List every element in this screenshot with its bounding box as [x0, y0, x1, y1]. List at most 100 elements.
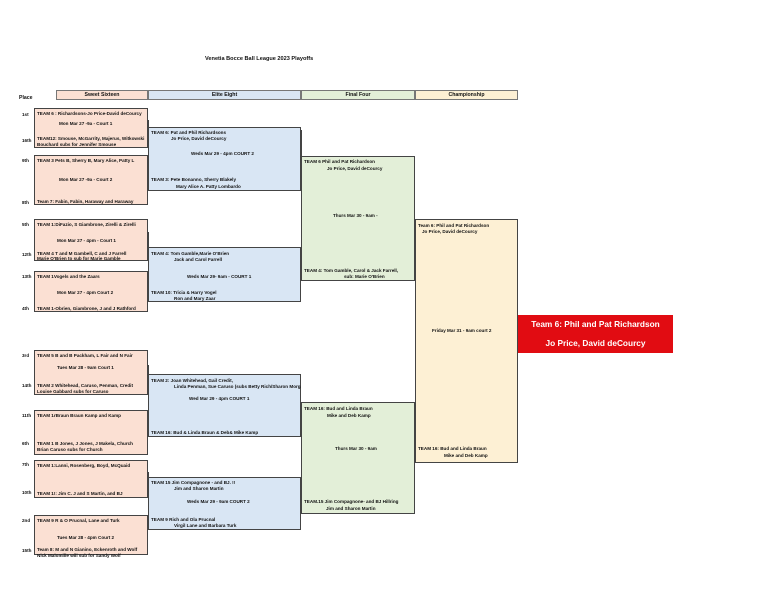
- match-schedule: Wed Mar 29 - 4pm COURT 1: [189, 396, 250, 401]
- sweet-sixteen-match-4: TEAM 1Vogels and the Zaars Mon Mar 27 - …: [34, 271, 148, 312]
- team-entry: TEAM 1-Obrien, Giambrone, J and J Rathfo…: [37, 306, 136, 311]
- match-schedule: Mon Mar 27 - 4pm Court 2: [57, 290, 114, 295]
- elite-eight-match-4: TEAM 15 Jim Compagnone - and BJ. !! Jim …: [148, 477, 301, 530]
- team-entry: TEAM 2 Whitehead, Caruso, Penman, Credit: [37, 383, 133, 388]
- team-members: Mike and Deb Kamp: [327, 413, 371, 418]
- sweet-sixteen-match-1: TEAM 6 : Richardsons-Jo Price-David deCo…: [34, 108, 148, 148]
- place-label: 5th: [22, 222, 29, 227]
- place-label: 8th: [22, 200, 29, 205]
- place-label: 13th: [22, 274, 32, 279]
- page-title: Venetia Bocce Ball League 2023 Playoffs: [205, 56, 314, 62]
- place-label: 3rd: [22, 353, 30, 358]
- match-schedule: Friday Mar 31 - 9am court 2: [432, 328, 492, 333]
- team-entry: TEAM 9 Rich and Ola Prucnal: [151, 517, 216, 522]
- team-sub-note: Marie O'Brien to sub for Marie Gamble: [37, 256, 121, 261]
- team-entry: TEAM 16: Bud and Linda Braun: [304, 406, 373, 411]
- place-label: 16th: [22, 138, 32, 143]
- header-championship: Championship: [415, 90, 518, 100]
- team-members: Virgil Lane and Barbara Turk: [174, 523, 237, 528]
- champion-members: Jo Price, David deCourcy: [545, 338, 646, 348]
- place-label: 9th: [22, 158, 29, 163]
- final-four-match-1: TEAM 6 Phil and Pat Richardson Jo Price,…: [301, 156, 415, 281]
- header-elite-eight: Elite Eight: [148, 90, 301, 100]
- team-entry: TEAM 10: Tricia & Harry Vogel: [151, 290, 217, 295]
- sweet-sixteen-match-8: TEAM 9 R & O Prucnal, Lane and Turk Tues…: [34, 515, 148, 558]
- bracket-connector: [148, 365, 149, 423]
- final-four-match-2: TEAM 16: Bud and Linda Braun Mike and De…: [301, 402, 415, 514]
- team-sub-note: Louise Gabbard subs for Caruso: [37, 389, 109, 394]
- place-label: 10th: [22, 490, 32, 495]
- team-entry: TEAM 1 B Jones, J Jones, J Makela, Churc…: [37, 441, 133, 446]
- place-label: 7th: [22, 462, 29, 467]
- team-members: Ron and Mary Zaar: [174, 296, 216, 301]
- team-entry: TEAM.15 Jim Compagnone- and BJ Hillring: [304, 499, 399, 504]
- match-schedule: Thurs Mar 30 - 9am: [335, 446, 377, 451]
- team-members: Jim and Sharon Martin: [174, 486, 224, 491]
- team-members: Mary Alice A. Patty Lombardo: [176, 184, 241, 189]
- team-entry: TEAM 1:DiFazio, S Giambrone, Zirelli & Z…: [37, 222, 136, 227]
- place-label: 12th: [22, 252, 32, 257]
- team-entry: Team 8: M and N Gianino, Eckenroth and W…: [37, 547, 138, 552]
- header-sweet-sixteen: Sweet Sixteen: [56, 90, 148, 100]
- place-header: Place: [19, 95, 33, 101]
- team-entry: Team 6: Phil and Pat Richardson: [418, 223, 490, 228]
- team-entry: TEAM 16: Bud & Linda Braun & Deb& Mike K…: [151, 430, 259, 435]
- team-entry: Team 7: Fabin, Fabin, Haraway and Harawa…: [37, 199, 134, 204]
- team-entry: TEAM 2: Joan Whitehead, Gail Credit,: [151, 378, 233, 383]
- match-schedule: Mon Mar 27 -9a - Court 2: [59, 177, 113, 182]
- header-final-four: Final Four: [301, 90, 415, 100]
- team-entry: TEAM 9 R & O Prucnal, Lane and Turk: [37, 518, 120, 523]
- sweet-sixteen-match-2: TEAM 3 Pets B, Sherry B, Mary Alice, Pat…: [34, 155, 148, 205]
- team-entry: TEAM 1rBraun Braun Kamp and Kamp: [37, 413, 121, 418]
- team-sub-note: sub: Marie O'Brien: [344, 274, 385, 279]
- match-schedule: Mon Mar 27 -9a - Court 1: [59, 121, 113, 126]
- match-schedule: Weds Mar 29 - 4pm COURT 2: [191, 151, 254, 156]
- match-schedule: Weds Mar 29- 9am - COURT 1: [187, 274, 252, 279]
- team-members: Jo Price, David deCourcy: [171, 136, 227, 141]
- bracket-connector: [301, 130, 302, 280]
- match-schedule: Tues Mar 28 - 9am Court 1: [57, 365, 114, 370]
- champion-banner: Team 6: Phil and Pat Richardson Jo Price…: [518, 315, 673, 353]
- team-members: Jim and Sharon Martin: [326, 506, 376, 511]
- team-sub-note: Nick Malomille will sub for Sandy Wolf: [37, 553, 121, 558]
- team-entry: TEAM 6: Pat and Phil Richardsons: [151, 130, 227, 135]
- bracket-connector: [148, 472, 149, 530]
- team-members: Mike and Deb Kamp: [444, 453, 488, 458]
- team-entry: TEAM 5 B and B Packham, L Fair and N Fai…: [37, 353, 133, 358]
- team-members: Jo Price, David deCourcy: [422, 229, 478, 234]
- team-entry: TEAM 4: Tom Gamble, Carol & Jack Farrell…: [304, 268, 399, 273]
- match-schedule: Tues Mar 28 - 4pm Court 2: [57, 535, 115, 540]
- team-entry: TEAM 1Vogels and the Zaars: [37, 274, 100, 279]
- team-entry: TEAM 4: Tom Gamble,Marie O'Brien: [151, 251, 230, 256]
- place-label: 15th: [22, 548, 32, 553]
- team-sub-note: Brian Caruso subs for Church: [37, 447, 103, 452]
- elite-eight-match-2: TEAM 4: Tom Gamble,Marie O'Brien Jack an…: [148, 247, 301, 302]
- team-members: Linda Penman, Sue Caruso (subs Betty Ric…: [174, 384, 301, 389]
- sweet-sixteen-match-7: TEAM 1:Lanni, Rosenberg, Boyd, McQuaid T…: [34, 460, 148, 498]
- bracket-connector: [148, 120, 149, 178]
- team-entry: TEAM 4 T and M Gambell, C and J Farrell: [37, 251, 127, 256]
- team-entry: TEAM 3: Pete Bonanno, Sherry Blakely: [151, 177, 237, 182]
- team-entry: TEAM 1:Lanni, Rosenberg, Boyd, McQuaid: [37, 463, 131, 468]
- team-entry: TEAM12: Smouse, McGarrity, Majerus, Witk…: [37, 136, 145, 141]
- team-entry: TEAM 15 Jim Compagnone - and BJ. !!: [151, 480, 236, 485]
- team-entry: TEAM 16: Bud and Linda Braun: [418, 446, 487, 451]
- team-entry: TEAM 6 : Richardsons-Jo Price-David deCo…: [37, 111, 142, 116]
- sweet-sixteen-match-3: TEAM 1:DiFazio, S Giambrone, Zirelli & Z…: [34, 219, 148, 261]
- bracket-connector: [301, 402, 302, 514]
- elite-eight-match-1: TEAM 6: Pat and Phil Richardsons Jo Pric…: [148, 127, 301, 191]
- champion-team: Team 6: Phil and Pat Richardson: [531, 319, 660, 329]
- match-schedule: Weds Mar 29 - 9am COURT 2: [187, 499, 250, 504]
- place-label: 2nd: [22, 518, 31, 523]
- place-label: 1st: [22, 112, 29, 117]
- championship-match: Team 6: Phil and Pat Richardson Jo Price…: [415, 219, 518, 463]
- team-entry: TEAM 3 Pets B, Sherry B, Mary Alice, Pat…: [37, 158, 135, 163]
- team-members: Jo Price, David deCourcy: [327, 166, 383, 171]
- bracket-connector: [148, 232, 149, 282]
- match-schedule: Mon Mar 27 - 4pm - Court 1: [57, 238, 116, 243]
- place-label: 11th: [22, 413, 32, 418]
- sweet-sixteen-match-5: TEAM 5 B and B Packham, L Fair and N Fai…: [34, 350, 148, 395]
- place-label: 4th: [22, 306, 29, 311]
- team-entry: TEAM 6 Phil and Pat Richardson: [304, 159, 375, 164]
- team-sub-note: Bouchard subs for Jennifer Smouse: [37, 142, 117, 147]
